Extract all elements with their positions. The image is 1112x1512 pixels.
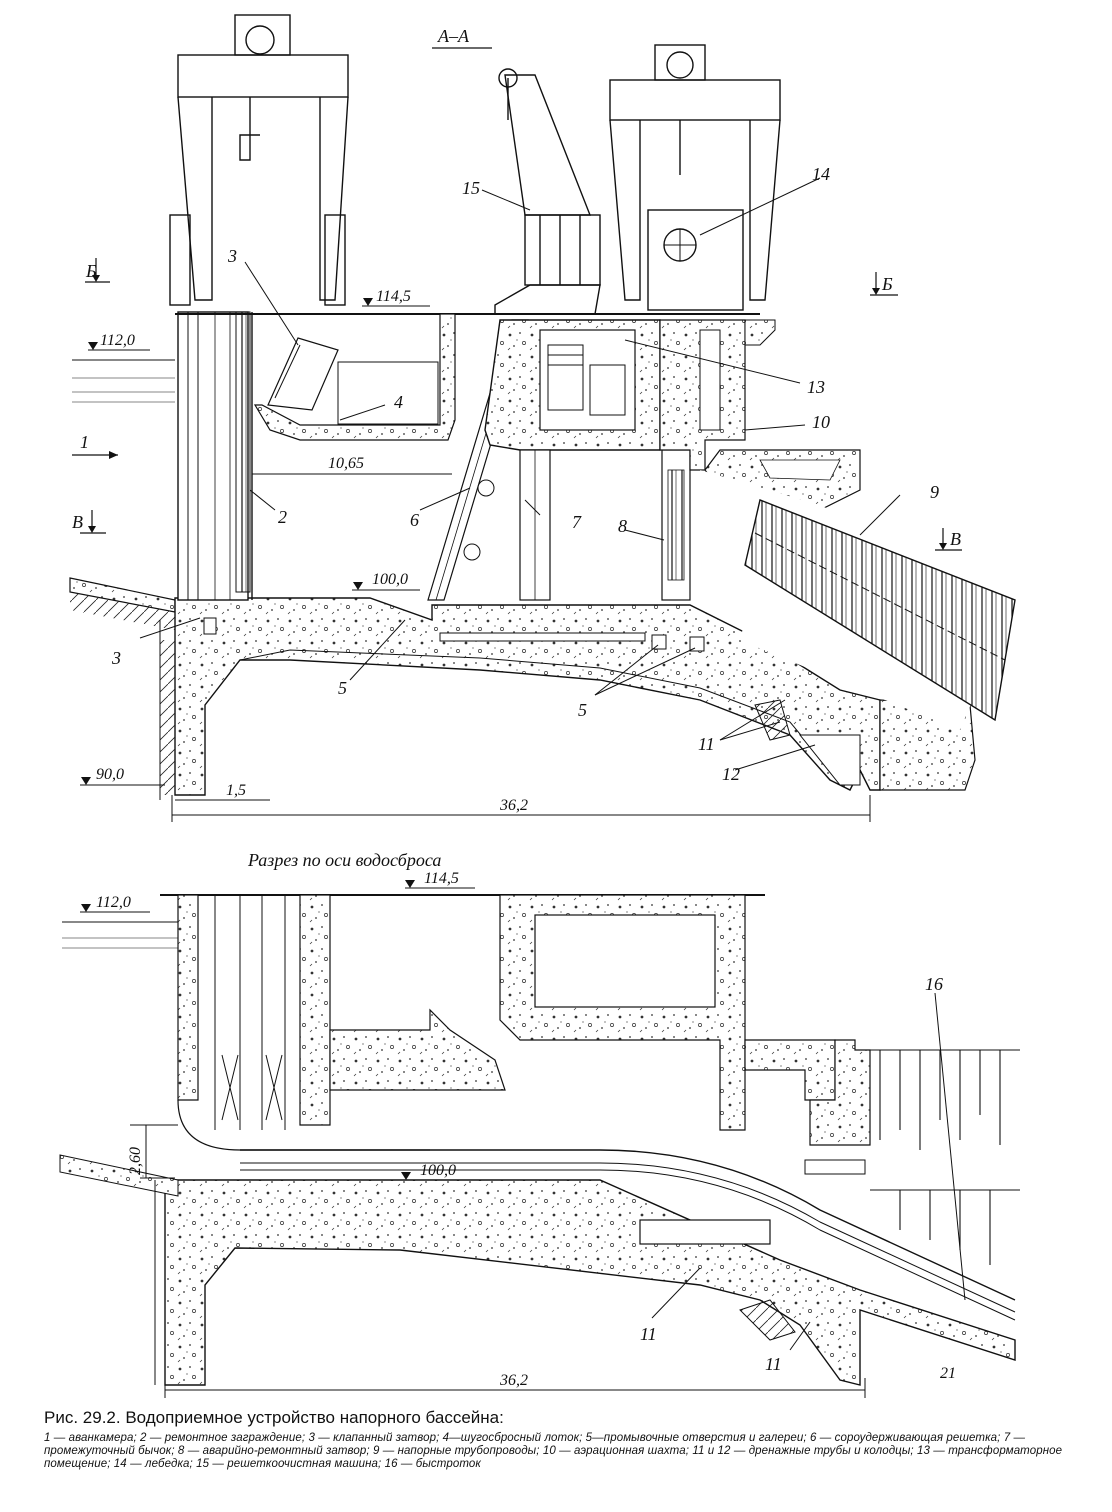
flushing-opening bbox=[689, 636, 705, 652]
dimension-wall: 1,5 bbox=[226, 782, 246, 799]
winch bbox=[663, 228, 697, 262]
callout-11: 11 bbox=[698, 734, 715, 754]
callout-8: 8 bbox=[618, 516, 627, 536]
section-mark-b-left: Б bbox=[85, 261, 97, 281]
dimension-total-length: 36,2 bbox=[499, 797, 528, 814]
spillway-channel bbox=[240, 1149, 1016, 1301]
callout-15: 15 bbox=[462, 178, 480, 198]
repair-barrier bbox=[235, 311, 251, 593]
shaft-wall bbox=[299, 894, 331, 1126]
figure-caption: Рис. 29.2. Водоприемное устройство напор… bbox=[44, 1408, 1074, 1471]
gallery-block bbox=[329, 1008, 506, 1091]
elevation-water-bottom: 112,0 bbox=[96, 894, 131, 911]
callout-11-b: 11 bbox=[765, 1354, 782, 1374]
section-title-spillway: Разрез по оси водосброса bbox=[247, 850, 441, 870]
drainage-pipes bbox=[754, 699, 791, 741]
callout-3-top: 3 bbox=[227, 246, 237, 266]
trash-cleaning-machine bbox=[494, 68, 601, 315]
section-mark-b-right: Б bbox=[881, 274, 893, 294]
callout-2: 2 bbox=[278, 507, 287, 527]
flushing-gallery bbox=[439, 632, 646, 642]
callout-5-right: 5 bbox=[578, 700, 587, 720]
callout-1: 1 bbox=[80, 432, 89, 452]
caption-title: Рис. 29.2. Водоприемное устройство напор… bbox=[44, 1408, 504, 1427]
callout-7: 7 bbox=[572, 512, 582, 532]
shuga-chute bbox=[253, 313, 456, 441]
section-title-a-a: А–А bbox=[437, 26, 470, 46]
callout-10: 10 bbox=[812, 412, 830, 432]
elevation-sill: 100,0 bbox=[372, 571, 408, 588]
dimension-chute-width: 10,65 bbox=[328, 455, 364, 472]
flap-gate bbox=[267, 337, 339, 411]
section-a-a: А–А bbox=[69, 14, 1016, 822]
section-spillway-axis: Разрез по оси водосброса bbox=[59, 850, 1020, 1398]
drainage-pipes bbox=[739, 1299, 796, 1341]
gantry-crane-right bbox=[609, 44, 781, 311]
callout-11-a: 11 bbox=[640, 1324, 657, 1344]
penstock bbox=[700, 470, 1016, 730]
callout-5-left: 5 bbox=[338, 678, 347, 698]
callout-13: 13 bbox=[807, 377, 825, 397]
flushing-opening bbox=[203, 617, 217, 635]
elevation-water: 112,0 bbox=[100, 332, 135, 349]
drainage-gallery bbox=[639, 1219, 771, 1245]
gantry-crane-left bbox=[169, 14, 349, 306]
callout-4: 4 bbox=[394, 392, 403, 412]
callout-12: 12 bbox=[722, 764, 740, 784]
callout-3-bottom: 3 bbox=[111, 648, 121, 668]
callout-16: 16 bbox=[925, 974, 943, 994]
section-mark-v-right: В bbox=[950, 529, 961, 549]
shaft-wall bbox=[177, 894, 199, 1101]
section-mark-v-left: В bbox=[72, 512, 83, 532]
elevation-foundation: 90,0 bbox=[96, 766, 124, 783]
corner-mark: 21 bbox=[940, 1365, 956, 1382]
dimension-total-length-bottom: 36,2 bbox=[499, 1372, 528, 1389]
callout-6: 6 bbox=[410, 510, 419, 530]
elevation-sill-bottom: 100,0 bbox=[420, 1162, 456, 1179]
dimension-inlet-height: 2,60 bbox=[127, 1147, 144, 1175]
elevation-deck-bottom: 114,5 bbox=[424, 870, 459, 887]
flushing-opening bbox=[651, 634, 667, 650]
callout-9: 9 bbox=[930, 482, 939, 502]
elevation-deck: 114,5 bbox=[376, 288, 411, 305]
spillway-foundation bbox=[164, 1179, 1016, 1386]
caption-legend: 1 — аванкамера; 2 — ремонтное заграждени… bbox=[44, 1432, 1063, 1470]
drainage-well bbox=[798, 734, 861, 786]
upper-gallery bbox=[534, 914, 716, 1008]
callout-14: 14 bbox=[812, 164, 830, 184]
